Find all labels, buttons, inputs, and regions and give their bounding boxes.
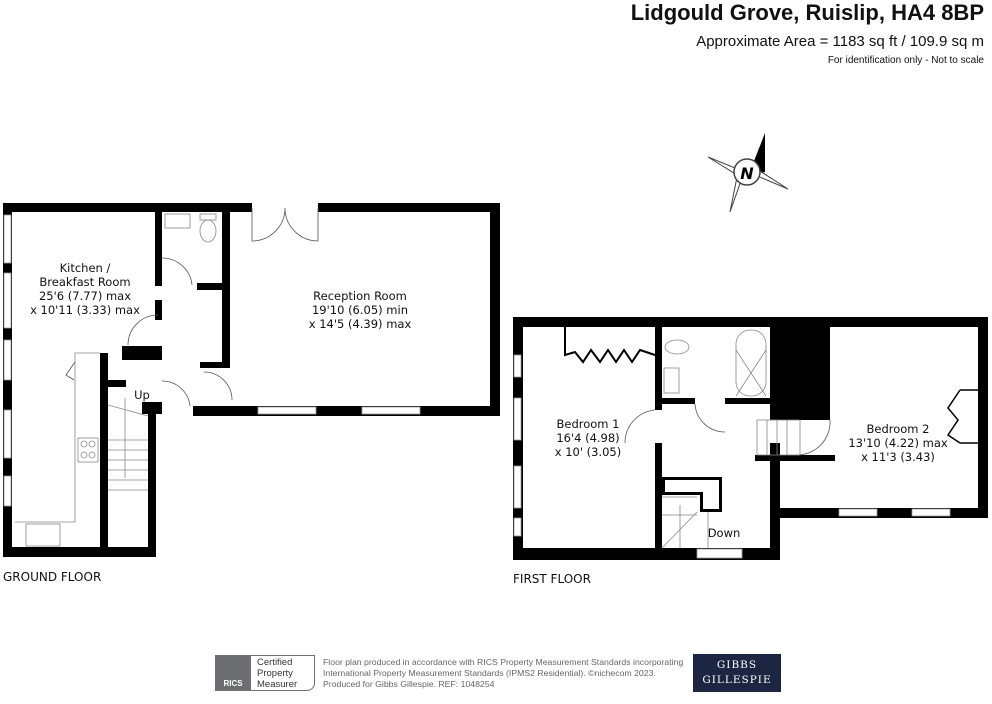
brand-line: GILLESPIE (702, 674, 772, 686)
first-floor-plan: Down Bedroom 1 16'4 (4.98) x 10' (3.05) … (513, 317, 988, 586)
compass-icon: N (707, 133, 789, 213)
room-dimensions: x 14'5 (4.39) max (309, 317, 412, 331)
room-dimensions: 13'10 (4.22) max (848, 436, 948, 450)
stairs-up-label: Up (134, 388, 150, 402)
badge-line: Certified (257, 657, 293, 668)
footer: RICS Certified Property Measurer Floor p… (215, 655, 693, 691)
room-name: Kitchen / (60, 261, 111, 275)
room-name: Bedroom 1 (557, 417, 620, 431)
certified-property-measurer-badge: Certified Property Measurer (251, 655, 315, 691)
room-name: Bedroom 2 (867, 422, 930, 436)
room-dimensions: x 10'11 (3.33) max (30, 303, 140, 317)
footer-disclaimer: Floor plan produced in accordance with R… (323, 657, 693, 690)
room-dimensions: x 11'3 (3.43) (861, 450, 935, 464)
footer-text-line: Floor plan produced in accordance with R… (323, 656, 684, 667)
brand-line: GIBBS (716, 659, 758, 671)
room-bedroom-1: Bedroom 1 16'4 (4.98) x 10' (3.05) (555, 417, 622, 459)
approximate-area: Approximate Area = 1183 sq ft / 109.9 sq… (696, 33, 984, 50)
property-title: Lidgould Grove, Ruislip, HA4 8BP (630, 0, 984, 25)
ground-floor-plan: Up Kitchen / Breakfast Room 25'6 (7.77) … (3, 203, 500, 584)
stairs-down-label: Down (708, 526, 741, 540)
room-dimensions: 25'6 (7.77) max (39, 289, 131, 303)
rics-logo: RICS (215, 655, 251, 691)
first-floor-label: FIRST FLOOR (513, 572, 591, 586)
gibbs-gillespie-logo: GIBBS GILLESPIE (693, 654, 781, 692)
badge-line: Property (257, 668, 293, 679)
room-reception: Reception Room 19'10 (6.05) min x 14'5 (… (309, 289, 412, 331)
badge-line: Measurer (257, 679, 298, 690)
room-dimensions: x 10' (3.05) (555, 445, 622, 459)
room-name: Reception Room (313, 289, 407, 303)
disclaimer-note: For identification only - Not to scale (827, 55, 984, 66)
footer-text-line: Produced for Gibbs Gillespie. REF: 10482… (323, 678, 495, 689)
footer-text-line: International Property Measurement Stand… (323, 667, 656, 678)
compass-north-label: N (740, 164, 754, 183)
room-dimensions: 19'10 (6.05) min (312, 303, 408, 317)
room-kitchen-breakfast: Kitchen / Breakfast Room 25'6 (7.77) max… (30, 261, 140, 317)
room-bedroom-2: Bedroom 2 13'10 (4.22) max x 11'3 (3.43) (848, 422, 948, 464)
ground-floor-label: GROUND FLOOR (3, 570, 101, 584)
room-name: Breakfast Room (39, 275, 130, 289)
room-dimensions: 16'4 (4.98) (556, 431, 619, 445)
